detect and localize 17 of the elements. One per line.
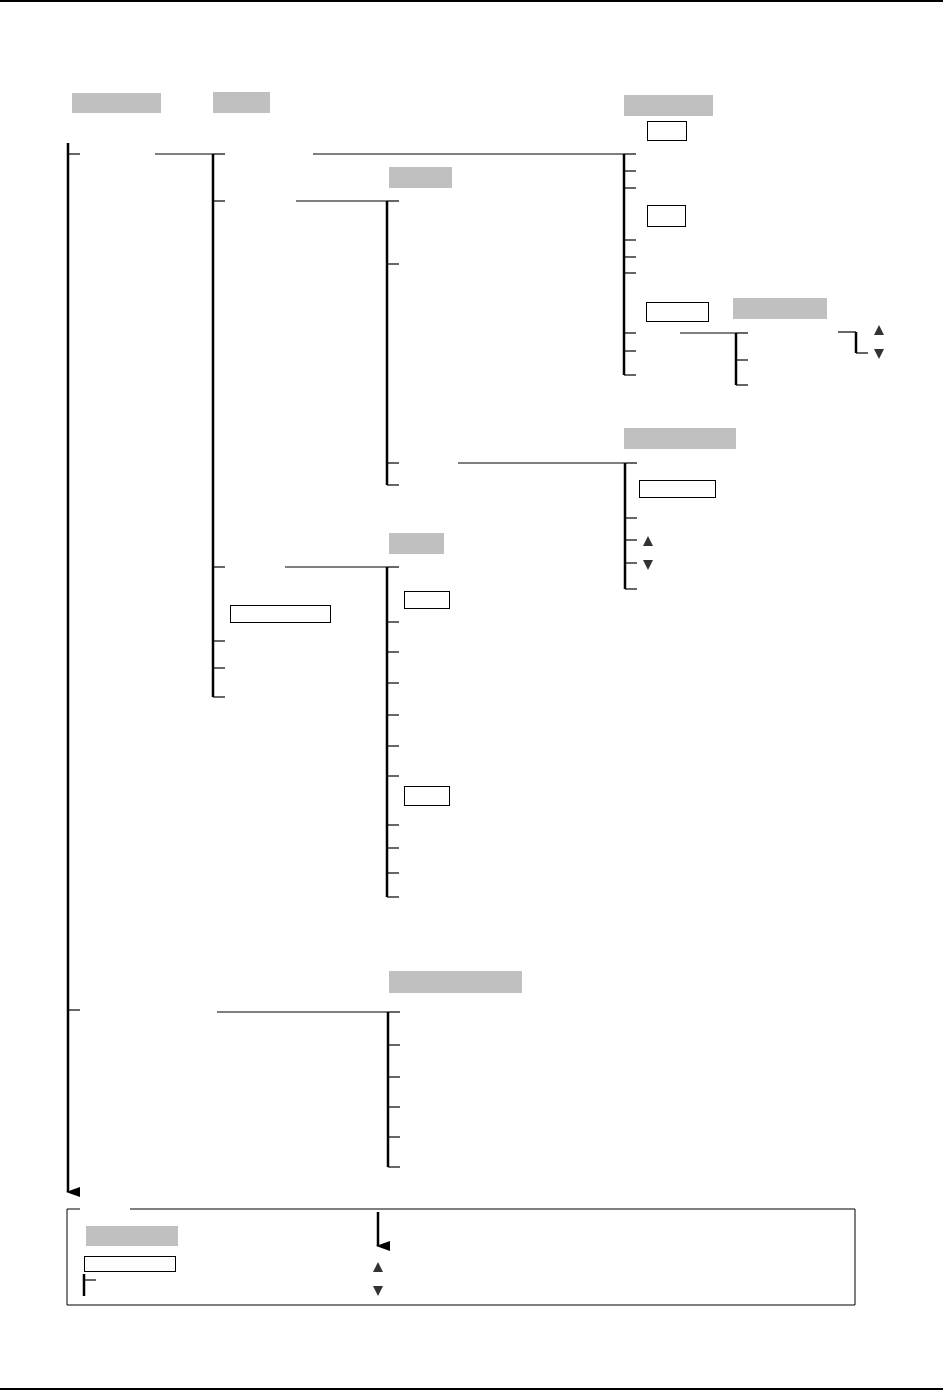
header-bar [213, 92, 270, 113]
header-bar [389, 971, 522, 993]
outline-box [647, 205, 686, 227]
header-bar [733, 298, 827, 319]
outline-box [404, 786, 450, 806]
header-bar [624, 95, 713, 116]
outline-box [639, 480, 716, 498]
header-bar [86, 1226, 178, 1246]
outline-box [647, 121, 687, 141]
header-bar [389, 533, 444, 554]
header-bar [72, 93, 161, 113]
outline-box [646, 302, 709, 322]
header-bar [624, 428, 736, 449]
outline-box [84, 1256, 176, 1272]
outline-box [404, 591, 450, 609]
outline-box [230, 605, 331, 623]
header-bar [389, 167, 452, 188]
